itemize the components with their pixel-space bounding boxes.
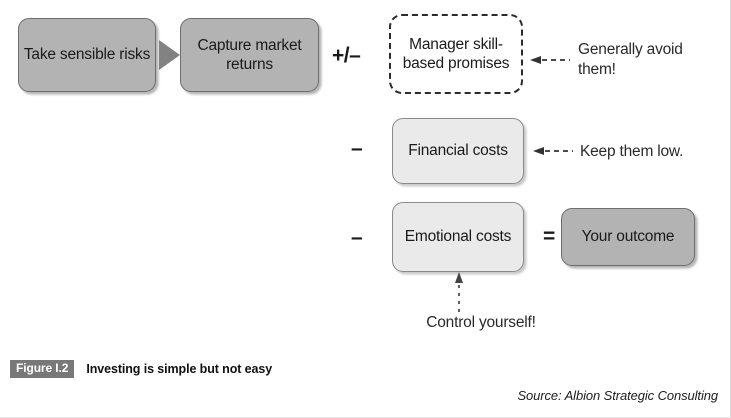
operator-plus-minus: +/– bbox=[332, 44, 361, 67]
annotation-keep-them-low-text: Keep them low. bbox=[580, 143, 684, 160]
annotation-generally-avoid-them-text: Generally avoid them! bbox=[578, 41, 683, 79]
node-manager-skill-based-promises: Manager skill-based promises bbox=[389, 14, 523, 94]
annotation-generally-avoid-them: Generally avoid them! bbox=[578, 40, 723, 80]
annotation-keep-them-low: Keep them low. bbox=[580, 142, 730, 162]
dotted-connector-control-yourself bbox=[455, 272, 463, 312]
figure-caption: Figure I.2 Investing is simple but not e… bbox=[10, 360, 273, 379]
node-financial-costs-label: Financial costs bbox=[408, 142, 508, 160]
node-manager-skill-based-promises-label: Manager skill-based promises bbox=[402, 35, 510, 72]
operator-equals: = bbox=[543, 225, 555, 248]
operator-minus-financial: – bbox=[351, 137, 363, 160]
node-your-outcome-label: Your outcome bbox=[581, 228, 675, 246]
node-emotional-costs: Emotional costs bbox=[392, 202, 524, 272]
node-capture-market-returns: Capture market returns bbox=[180, 18, 319, 92]
dashed-connector-keep-them-low bbox=[533, 147, 573, 155]
triangle-arrow-icon bbox=[159, 40, 180, 70]
dashed-connector-avoid-them bbox=[530, 56, 570, 64]
operator-minus-emotional: – bbox=[351, 226, 363, 249]
node-capture-market-returns-label: Capture market returns bbox=[197, 36, 302, 73]
node-emotional-costs-label: Emotional costs bbox=[404, 228, 512, 246]
figure-number-badge: Figure I.2 bbox=[10, 360, 75, 379]
node-financial-costs: Financial costs bbox=[392, 118, 524, 184]
node-your-outcome: Your outcome bbox=[561, 208, 695, 266]
annotation-control-yourself-text: Control yourself! bbox=[426, 314, 536, 331]
node-take-sensible-risks-label: Take sensible risks bbox=[23, 46, 151, 64]
figure-source: Source: Albion Strategic Consulting bbox=[517, 388, 718, 403]
figure-caption-title: Investing is simple but not easy bbox=[86, 362, 273, 377]
node-take-sensible-risks: Take sensible risks bbox=[18, 18, 156, 92]
annotation-control-yourself: Control yourself! bbox=[396, 313, 566, 333]
